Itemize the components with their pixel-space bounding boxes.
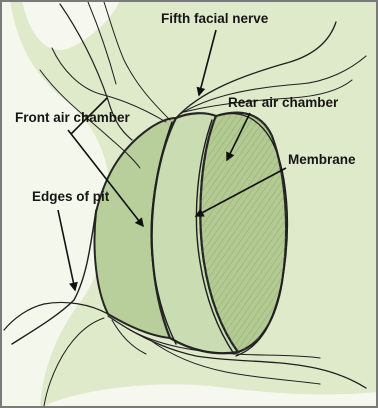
- label-edges-of-pit: Edges of pit: [32, 189, 110, 204]
- label-front-air-chamber: Front air chamber: [15, 110, 131, 125]
- label-membrane: Membrane: [288, 152, 356, 167]
- label-fifth-facial-nerve: Fifth facial nerve: [161, 11, 269, 26]
- label-rear-air-chamber: Rear air chamber: [228, 95, 339, 110]
